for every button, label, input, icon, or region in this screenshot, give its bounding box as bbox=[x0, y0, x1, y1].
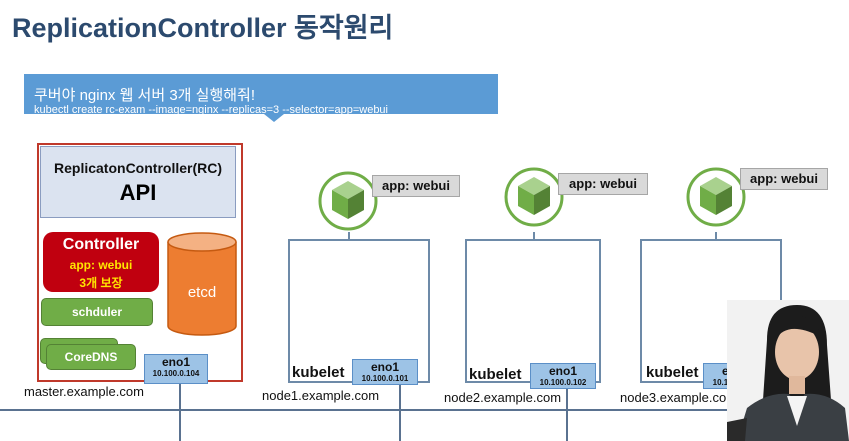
eno-name: eno1 bbox=[548, 364, 577, 378]
presenter-video bbox=[727, 300, 849, 441]
rc-api-title: ReplicatonController(RC) bbox=[54, 160, 222, 176]
controller-ensure-label: 3개 보장 bbox=[79, 276, 123, 290]
coredns-box: CoreDNS bbox=[46, 344, 136, 370]
rc-api-label: API bbox=[119, 180, 157, 205]
node2-hostname: node2.example.com bbox=[444, 390, 562, 405]
callout-command-text: kubectl create rc-exam --image=nginx --r… bbox=[34, 104, 388, 116]
node2-eno-interface: eno1 10.100.0.102 bbox=[530, 363, 596, 389]
callout-request-text: 쿠버야 nginx 웹 서버 3개 실행해줘! bbox=[34, 87, 256, 104]
etcd-cylinder-icon bbox=[167, 232, 237, 336]
scheduler-box: schduler bbox=[41, 298, 153, 326]
pod-icon bbox=[686, 167, 746, 227]
controller-box bbox=[43, 232, 159, 292]
etcd-label: etcd bbox=[187, 284, 217, 301]
kubelet-label: kubelet bbox=[646, 364, 699, 381]
master-hostname: master.example.com bbox=[24, 384, 144, 399]
rc-api-box bbox=[40, 146, 236, 218]
kubelet-label: kubelet bbox=[292, 364, 345, 381]
kubelet-label: kubelet bbox=[469, 366, 522, 383]
eno-ip: 10.100.0.101 bbox=[361, 374, 409, 383]
eno-name: eno1 bbox=[161, 355, 190, 369]
worker-node-2 bbox=[465, 239, 601, 383]
eno-name: eno1 bbox=[370, 360, 399, 374]
controller-title: Controller bbox=[62, 236, 140, 253]
pod-label-tag: app: webui bbox=[558, 173, 648, 195]
node3-hostname: node3.example.com bbox=[620, 390, 738, 405]
eno-ip: 10.100.0.102 bbox=[539, 378, 587, 387]
controller-app-label: app: webui bbox=[69, 258, 133, 272]
pod-icon bbox=[318, 171, 378, 231]
node1-hostname: node1.example.com bbox=[262, 388, 380, 403]
pod-label-tag: app: webui bbox=[372, 175, 460, 197]
node1-eno-interface: eno1 10.100.0.101 bbox=[352, 359, 418, 385]
pod-icon bbox=[504, 167, 564, 227]
page-title: ReplicationController 동작원리 bbox=[12, 13, 394, 43]
command-callout bbox=[24, 74, 498, 122]
pod-label-tag: app: webui bbox=[740, 168, 828, 190]
eno-ip: 10.100.0.104 bbox=[152, 369, 200, 378]
master-eno-interface: eno1 10.100.0.104 bbox=[144, 354, 208, 384]
